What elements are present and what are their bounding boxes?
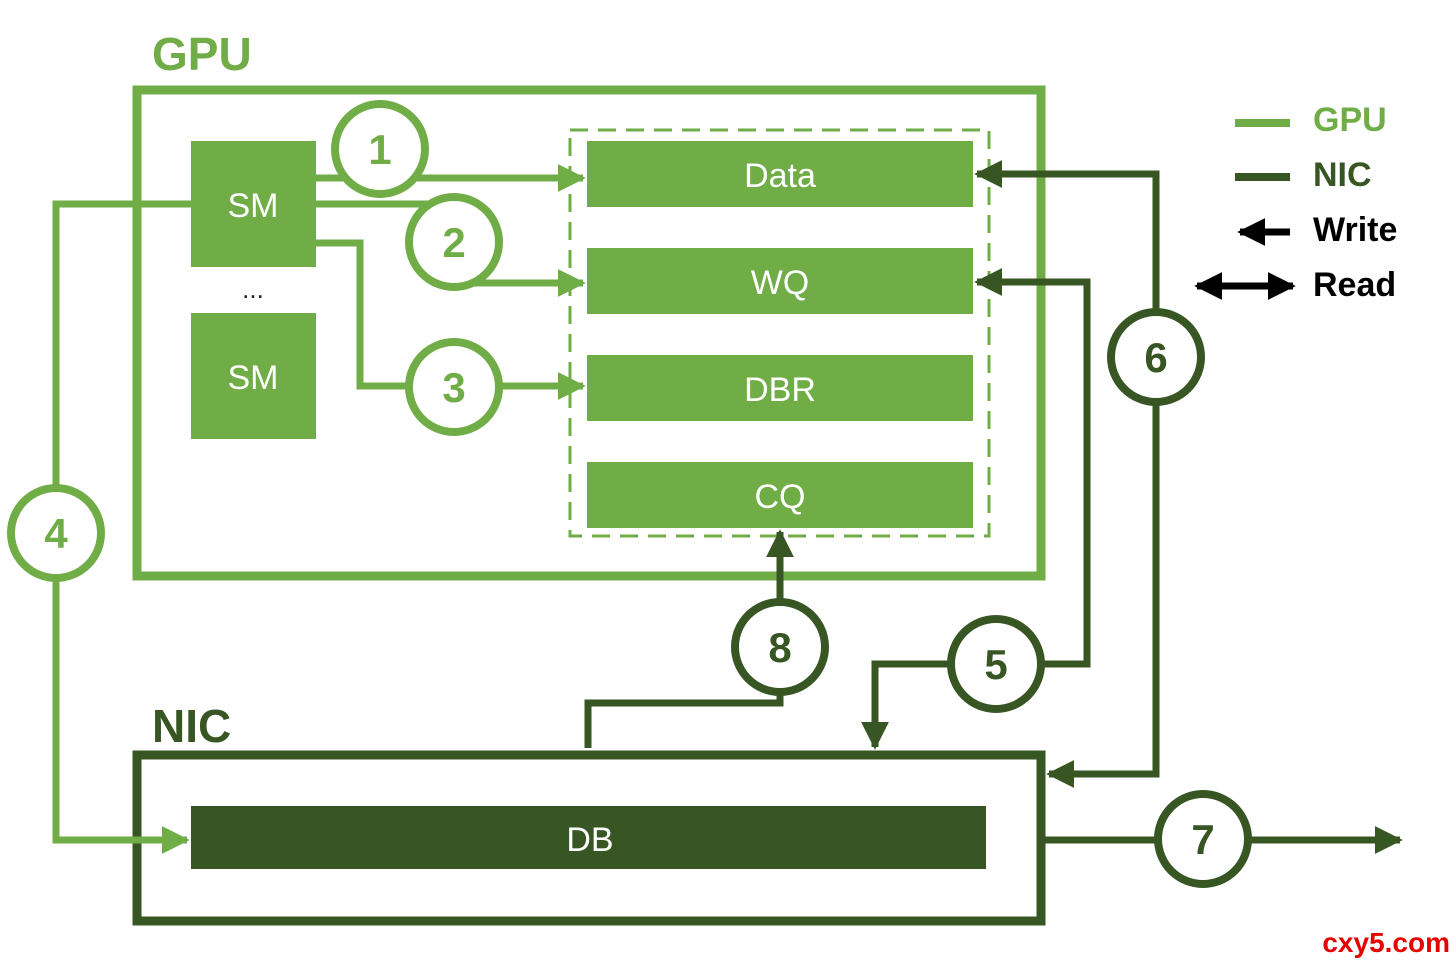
step-2-label: 2 <box>442 219 465 266</box>
wq-buffer-label: WQ <box>751 264 810 302</box>
arrow-step-6 <box>974 160 1160 788</box>
dbr-buffer-label: DBR <box>744 371 816 409</box>
step-7-label: 7 <box>1191 816 1214 863</box>
legend-gpu-label: GPU <box>1313 101 1387 139</box>
gpu-title: GPU <box>152 28 252 80</box>
step-5-label: 5 <box>984 641 1007 688</box>
step-6-label: 6 <box>1144 334 1167 381</box>
legend-read-label: Read <box>1313 266 1396 304</box>
step-5-circle <box>947 615 1045 713</box>
watermark: cxy5.com <box>1322 927 1450 958</box>
db-register <box>191 806 986 869</box>
step-3-label: 3 <box>442 364 465 411</box>
step-8-label: 8 <box>768 624 791 671</box>
step-7-circle <box>1154 790 1252 888</box>
data-buffer-label: Data <box>744 157 816 195</box>
step-3-circle <box>405 338 503 436</box>
step-8-circle <box>731 598 829 696</box>
legend-nic-label: NIC <box>1313 156 1372 194</box>
step-1-label: 1 <box>368 126 391 173</box>
sm-block-2-label: SM <box>228 359 279 397</box>
sm-block-2 <box>191 313 316 439</box>
step-4-label: 4 <box>44 510 68 557</box>
sm-ellipsis: ... <box>242 274 264 304</box>
legend-write-label: Write <box>1313 211 1397 249</box>
db-register-label: DB <box>566 821 613 859</box>
data-buffer <box>587 141 973 207</box>
step-6-circle <box>1107 308 1205 406</box>
sm-block-1 <box>191 141 316 267</box>
step-4-circle <box>7 484 105 582</box>
nic-title: NIC <box>152 700 231 752</box>
sm-block-1-label: SM <box>228 187 279 225</box>
step-1-circle <box>331 100 429 198</box>
cq-buffer-label: CQ <box>755 478 806 516</box>
step-2-circle <box>405 193 503 291</box>
